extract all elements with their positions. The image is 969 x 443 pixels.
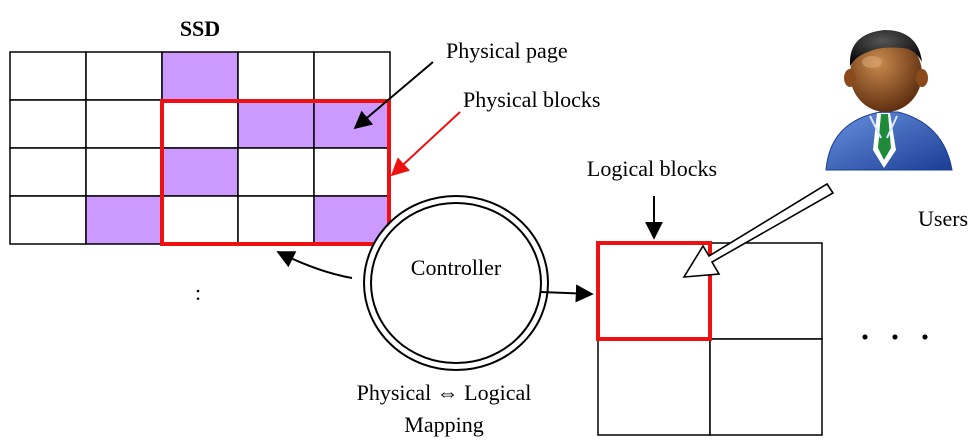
ssd-page-cell (237, 51, 315, 101)
ssd-page-cell (9, 195, 87, 245)
physical-blocks-label: Physical blocks (463, 87, 601, 112)
controller-to-ssd-arrow (276, 251, 353, 279)
ssd-page-cell (161, 195, 239, 245)
mapping-label-line2: Mapping (404, 412, 483, 437)
ssd-page-cell-used (237, 99, 315, 149)
ssd-page-cell (313, 147, 391, 197)
users-label: Users (918, 206, 968, 231)
logical-block-cell (597, 338, 711, 436)
mapping-label-line1: Physical ⇔ Logical (357, 380, 532, 405)
logical-block-highlight (596, 241, 712, 341)
logical-blocks-label: Logical blocks (587, 156, 717, 181)
ssd-page-cell (9, 51, 87, 101)
user-access-arrow (682, 182, 835, 278)
user-icon (825, 30, 953, 171)
ssd-page-cell (237, 195, 315, 245)
physical-blocks-arrow (390, 111, 461, 177)
ssd-continuation-mark: : (195, 280, 201, 305)
logical-continuation-dots: ・ ・ ・ (853, 326, 937, 352)
ssd-page-cell (237, 147, 315, 197)
ssd-page-cell-used (161, 147, 239, 197)
ssd-grid (9, 51, 391, 245)
controller-to-logical-arrow (540, 284, 594, 303)
ssd-page-cell (161, 99, 239, 149)
ssd-page-cell (9, 147, 87, 197)
logical-block-cell (709, 242, 823, 340)
ssd-page-cell-used (85, 195, 163, 245)
ssd-page-cell (85, 99, 163, 149)
logical-block-cell (709, 338, 823, 436)
ssd-page-cell (9, 99, 87, 149)
ssd-page-cell (85, 147, 163, 197)
ssd-title: SSD (180, 16, 220, 41)
physical-page-arrow (353, 61, 434, 130)
ssd-page-cell-used (313, 195, 391, 245)
physical-block-highlight (160, 99, 391, 246)
physical-page-label: Physical page (446, 38, 568, 63)
ssd-page-cell-used (161, 51, 239, 101)
logical-grid (597, 242, 823, 436)
logical-block-cell (597, 242, 711, 340)
controller-label: Controller (411, 255, 502, 280)
ssd-page-cell (313, 51, 391, 101)
ssd-page-cell (85, 51, 163, 101)
controller-node: Controller (363, 195, 549, 371)
